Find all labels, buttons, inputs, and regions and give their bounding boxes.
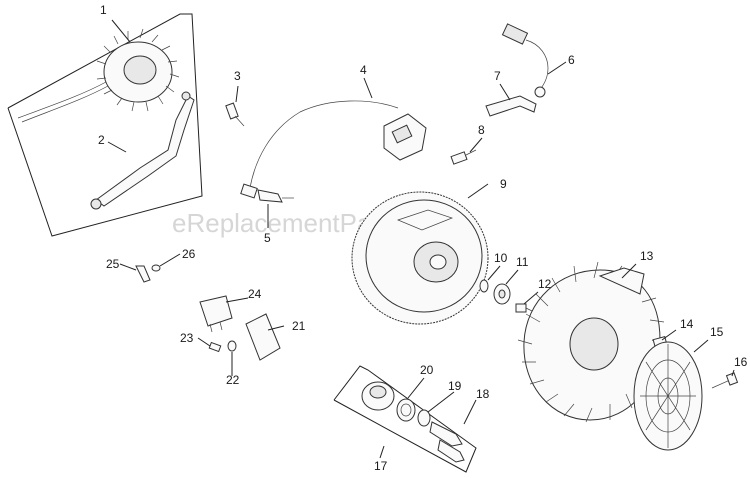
stator-group-outline [7, 13, 203, 237]
callout-2: 2 [98, 133, 105, 147]
terminal-connector-part[interactable] [199, 295, 233, 333]
callout-25: 25 [106, 257, 120, 271]
callout-12: 12 [538, 277, 552, 291]
harness-connector-part[interactable] [501, 23, 549, 98]
callout-7: 7 [494, 69, 501, 83]
key-switch-group-outline [333, 365, 477, 473]
callout-1: 1 [100, 3, 107, 17]
bolt-3-part[interactable] [225, 102, 245, 127]
bolt-8-part[interactable] [450, 149, 477, 165]
callout-3: 3 [234, 69, 241, 83]
callout-24: 24 [248, 287, 262, 301]
callout-26: 26 [182, 247, 196, 261]
callout-14: 14 [680, 317, 694, 331]
callout-13: 13 [640, 249, 654, 263]
nut-11-part[interactable] [493, 283, 511, 305]
stator-bracket-part[interactable] [90, 91, 195, 210]
callout-9: 9 [500, 177, 507, 191]
callout-10: 10 [494, 251, 508, 265]
callout-20: 20 [420, 363, 434, 377]
callout-16: 16 [734, 355, 748, 369]
washer-26-part[interactable] [151, 264, 161, 272]
key-switch-part[interactable] [361, 381, 395, 411]
callout-23: 23 [180, 331, 194, 345]
ignition-module-part[interactable] [249, 100, 427, 189]
callout-19: 19 [448, 379, 462, 393]
callout-8: 8 [478, 123, 485, 137]
washer-22-part[interactable] [227, 340, 237, 352]
callout-6: 6 [568, 53, 575, 67]
clip-25-part[interactable] [135, 265, 151, 283]
harness-bracket-part[interactable] [485, 95, 537, 117]
spark-plug-part[interactable] [240, 183, 294, 203]
washer-10-part[interactable] [479, 279, 489, 293]
callout-11: 11 [516, 255, 529, 269]
callout-17: 17 [374, 459, 388, 473]
callout-18: 18 [476, 387, 490, 401]
callout-4: 4 [360, 63, 367, 77]
flywheel-part[interactable] [351, 191, 489, 325]
grass-screen-part[interactable] [633, 341, 703, 451]
lock-washer-20-part[interactable] [396, 398, 416, 422]
stator-part[interactable] [17, 28, 180, 123]
rectifier-part[interactable] [245, 313, 281, 361]
nut-ring-19-part[interactable] [417, 409, 431, 427]
leader-lines [107, 19, 735, 459]
callout-21: 21 [292, 319, 306, 333]
callout-22: 22 [226, 373, 240, 387]
screw-23-part[interactable] [208, 341, 222, 353]
keys-part[interactable] [429, 421, 465, 463]
callout-5: 5 [264, 231, 271, 245]
cooling-fan-part[interactable] [517, 261, 667, 423]
bolt-16-part[interactable] [711, 372, 739, 389]
callout-15: 15 [710, 325, 724, 339]
bolt-12-part[interactable] [515, 303, 535, 313]
